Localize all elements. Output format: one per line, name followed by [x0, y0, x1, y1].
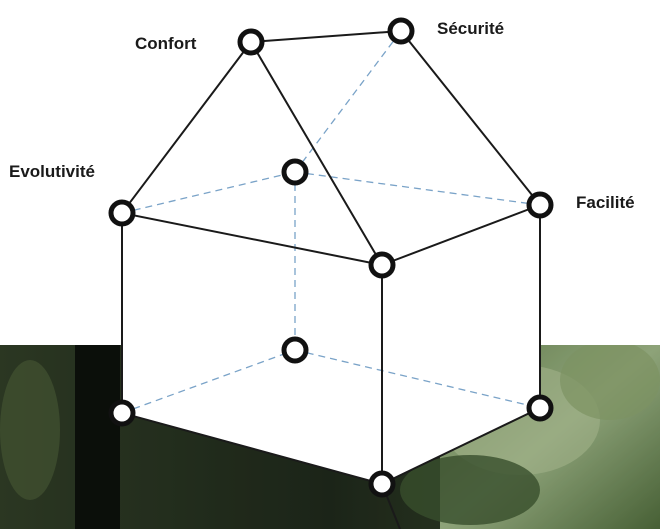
- node-securite: [387, 17, 415, 45]
- forest-background: [0, 340, 660, 529]
- label-confort: Confort: [135, 34, 197, 53]
- node-roof-back: [281, 158, 309, 186]
- node-evolutivite: [108, 199, 136, 227]
- label-facilite: Facilité: [576, 193, 635, 212]
- label-securite: Sécurité: [437, 19, 504, 38]
- visible-edges: [121, 30, 541, 529]
- label-evolutivite: Evolutivité: [9, 162, 95, 181]
- house-front-fill: [122, 205, 540, 484]
- node-left-bottom: [108, 399, 136, 427]
- node-right-bottom: [526, 394, 554, 422]
- node-front-bottom: [368, 470, 396, 498]
- node-front-corner: [368, 251, 396, 279]
- node-confort: [237, 28, 265, 56]
- node-facilite: [526, 191, 554, 219]
- vertex-nodes: [108, 17, 554, 498]
- node-back-bottom: [281, 336, 309, 364]
